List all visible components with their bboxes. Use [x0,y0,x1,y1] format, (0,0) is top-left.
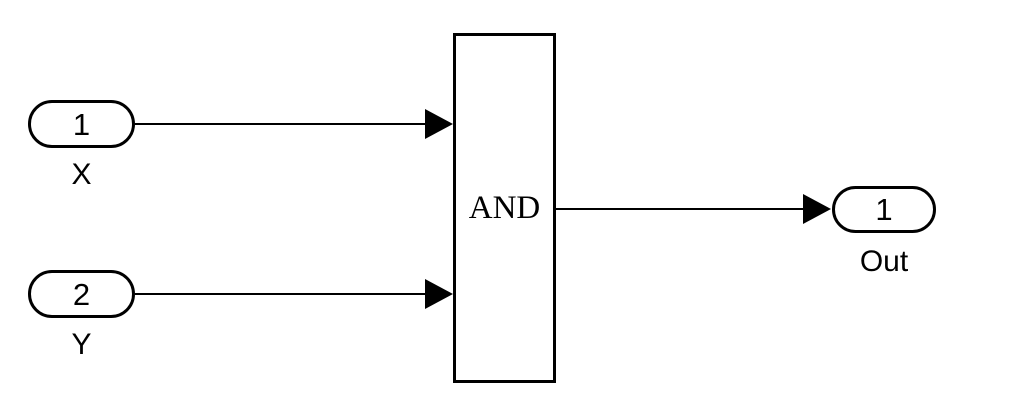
signal-line-and-to-out[interactable] [556,208,803,210]
inport-x-number: 1 [72,106,91,142]
inport-y-label: Y [71,328,92,361]
inport-block-y[interactable]: 2 [28,270,135,318]
inport-y-number: 2 [72,276,91,312]
logic-and-block-label: AND [468,189,541,226]
logic-and-block[interactable]: AND [453,33,556,383]
inport-x-label: X [71,158,92,191]
arrow-right-icon-out-input [803,194,831,224]
outport-block-out[interactable]: 1 [832,186,936,233]
outport-label: Out [859,245,909,278]
arrow-right-icon-x-input [425,109,453,139]
signal-line-x-to-and[interactable] [135,123,426,125]
arrow-right-icon-y-input [425,279,453,309]
signal-line-y-to-and[interactable] [135,293,426,295]
inport-block-x[interactable]: 1 [28,100,135,148]
outport-number: 1 [875,192,893,227]
